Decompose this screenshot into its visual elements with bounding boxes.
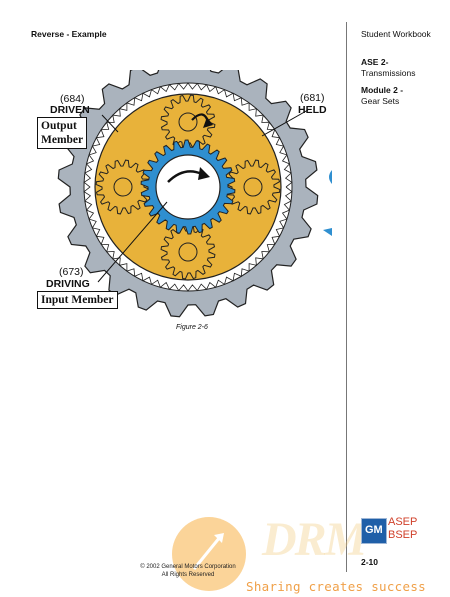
rights-line: All Rights Reserved (161, 572, 215, 578)
sun-rotation-arrow (167, 170, 203, 183)
input-member-label: Input Member (37, 291, 118, 309)
sun-arrow-head (198, 167, 210, 180)
copyright-notice: © 2002 General Motors Corporation All Ri… (123, 563, 253, 579)
driven-leader-line (101, 114, 119, 133)
planetary-gear-illustration (57, 70, 332, 318)
planet-arrow-head (203, 117, 213, 128)
held-label: HELD (298, 104, 327, 116)
column-divider (346, 22, 347, 572)
page-title: Reverse - Example (31, 29, 107, 39)
adjacent-part (329, 170, 332, 184)
page-number: 2-10 (361, 557, 379, 567)
watermark-emblem (172, 517, 246, 591)
planet-gear-hub (113, 177, 133, 197)
asep-logo-text: ASEP (388, 516, 418, 528)
driven-label: DRIVEN (50, 104, 90, 116)
held-part-number: (681) (300, 92, 325, 104)
watermark-brand: DRM (262, 513, 367, 566)
sidebar-workbook-label: Student Workbook (361, 29, 431, 39)
sun-gear-bore (155, 154, 221, 220)
gm-logo-text: GM (365, 524, 383, 536)
sidebar-course-title: ASE 2- (361, 57, 389, 67)
sidebar-module-subtitle: Gear Sets (361, 96, 400, 106)
adjacent-part-edge (323, 228, 332, 236)
planet-gear-hub (243, 177, 263, 197)
figure-caption: Figure 2-6 (176, 324, 208, 331)
copyright-line: © 2002 General Motors Corporation (140, 564, 236, 570)
driven-part-number: (684) (60, 93, 85, 105)
driving-part-number: (673) (59, 266, 84, 278)
output-member-label: Output Member (37, 117, 88, 149)
planet-gear-hub (178, 112, 198, 132)
watermark-tagline: Sharing creates success (246, 579, 426, 594)
sidebar-module-title: Module 2 - (361, 85, 404, 95)
asep-bsep-logo: GM ASEP BSEP (361, 516, 419, 546)
bsep-logo-text: BSEP (388, 529, 418, 541)
sidebar-course-subtitle: Transmissions (361, 68, 416, 78)
driving-leader-line (97, 201, 168, 283)
driving-label: DRIVING (46, 278, 90, 290)
output-member-line2: Member (41, 134, 84, 146)
planet-gear-hub (178, 242, 198, 262)
output-member-line1: Output (41, 120, 77, 132)
ring-gear-internal-teeth (83, 82, 293, 292)
held-leader-line (261, 109, 309, 137)
gm-logo-badge: GM (361, 518, 387, 544)
